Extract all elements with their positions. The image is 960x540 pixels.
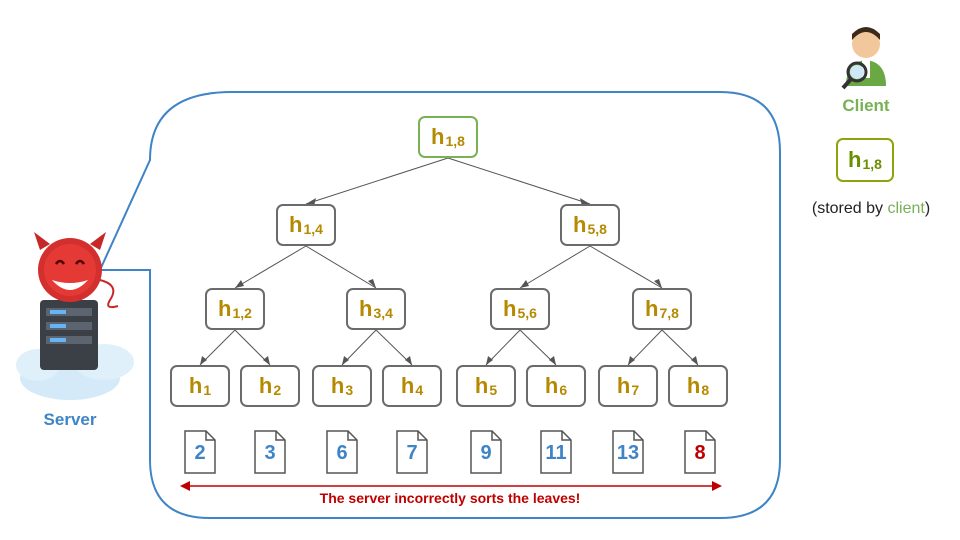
sort-range-arrow	[180, 481, 722, 491]
hash-symbol: h	[400, 373, 415, 398]
document-icon	[684, 430, 716, 474]
incorrect-sort-caption: The server incorrectly sorts the leaves!	[319, 490, 581, 506]
hash-symbol: h	[616, 373, 631, 398]
hash-symbol: h	[359, 296, 373, 321]
document-7: 13	[612, 430, 644, 474]
document-4: 7	[396, 430, 428, 474]
hash-index: 7,8	[659, 305, 679, 321]
document-value: 13	[616, 442, 640, 464]
hash-index: 5,8	[587, 221, 607, 237]
hash-index: 1,4	[303, 221, 323, 237]
document-value: 2	[194, 442, 206, 464]
document-icon	[326, 430, 358, 474]
hash-index: 4	[415, 382, 424, 398]
hash-index: 1,8	[862, 156, 882, 172]
hash-symbol: h	[474, 373, 489, 398]
hash-index: 5	[489, 382, 498, 398]
hash-symbol: h	[218, 296, 232, 321]
hash-index: 6	[559, 382, 568, 398]
hash-index: 8	[701, 382, 710, 398]
hash-index: 1,8	[445, 133, 465, 149]
document-value: 11	[545, 442, 567, 464]
hash-symbol: h	[258, 373, 273, 398]
document-value: 9	[480, 442, 492, 464]
hash-index: 7	[631, 382, 640, 398]
client-illustration	[841, 27, 886, 90]
tree-edges	[199, 157, 699, 366]
document-6: 11	[540, 430, 572, 474]
edge-arrowheads	[200, 198, 698, 365]
document-5: 9	[470, 430, 502, 474]
hash-symbol: h	[645, 296, 659, 321]
hash-symbol: h	[188, 373, 203, 398]
document-icon	[184, 430, 216, 474]
hash-symbol: h	[330, 373, 345, 398]
document-icon	[396, 430, 428, 474]
document-icon	[470, 430, 502, 474]
hash-symbol: h	[544, 373, 559, 398]
stored-by-client-note: (stored by client)	[786, 200, 956, 218]
client-label: Client	[842, 96, 890, 115]
document-value: 6	[336, 442, 348, 464]
hash-index: 3,4	[373, 305, 393, 321]
hash-index: 2	[273, 382, 282, 398]
hash-symbol: h	[289, 212, 303, 237]
stored-prefix: (stored by	[811, 200, 888, 217]
hash-index: 1,2	[232, 305, 252, 321]
hash-symbol: h	[848, 147, 862, 172]
document-icon	[540, 430, 572, 474]
hash-index: 1	[203, 382, 212, 398]
hash-symbol: h	[686, 373, 701, 398]
document-2: 3	[254, 430, 286, 474]
hash-symbol: h	[431, 124, 445, 149]
document-3: 6	[326, 430, 358, 474]
hash-index: 5,6	[517, 305, 537, 321]
document-value: 8	[694, 442, 706, 464]
document-1: 2	[184, 430, 216, 474]
stored-client-word: client	[887, 200, 925, 217]
document-icon	[612, 430, 644, 474]
server-illustration	[16, 232, 134, 400]
hash-index: 3	[345, 382, 354, 398]
document-value: 7	[406, 442, 418, 464]
stored-suffix: )	[924, 200, 931, 217]
document-value: 3	[264, 442, 276, 464]
server-label: Server	[43, 410, 97, 429]
hash-symbol: h	[573, 212, 587, 237]
document-icon	[254, 430, 286, 474]
hash-symbol: h	[503, 296, 517, 321]
server-speech-bubble	[98, 91, 781, 519]
document-8-misplaced: 8	[684, 430, 716, 474]
